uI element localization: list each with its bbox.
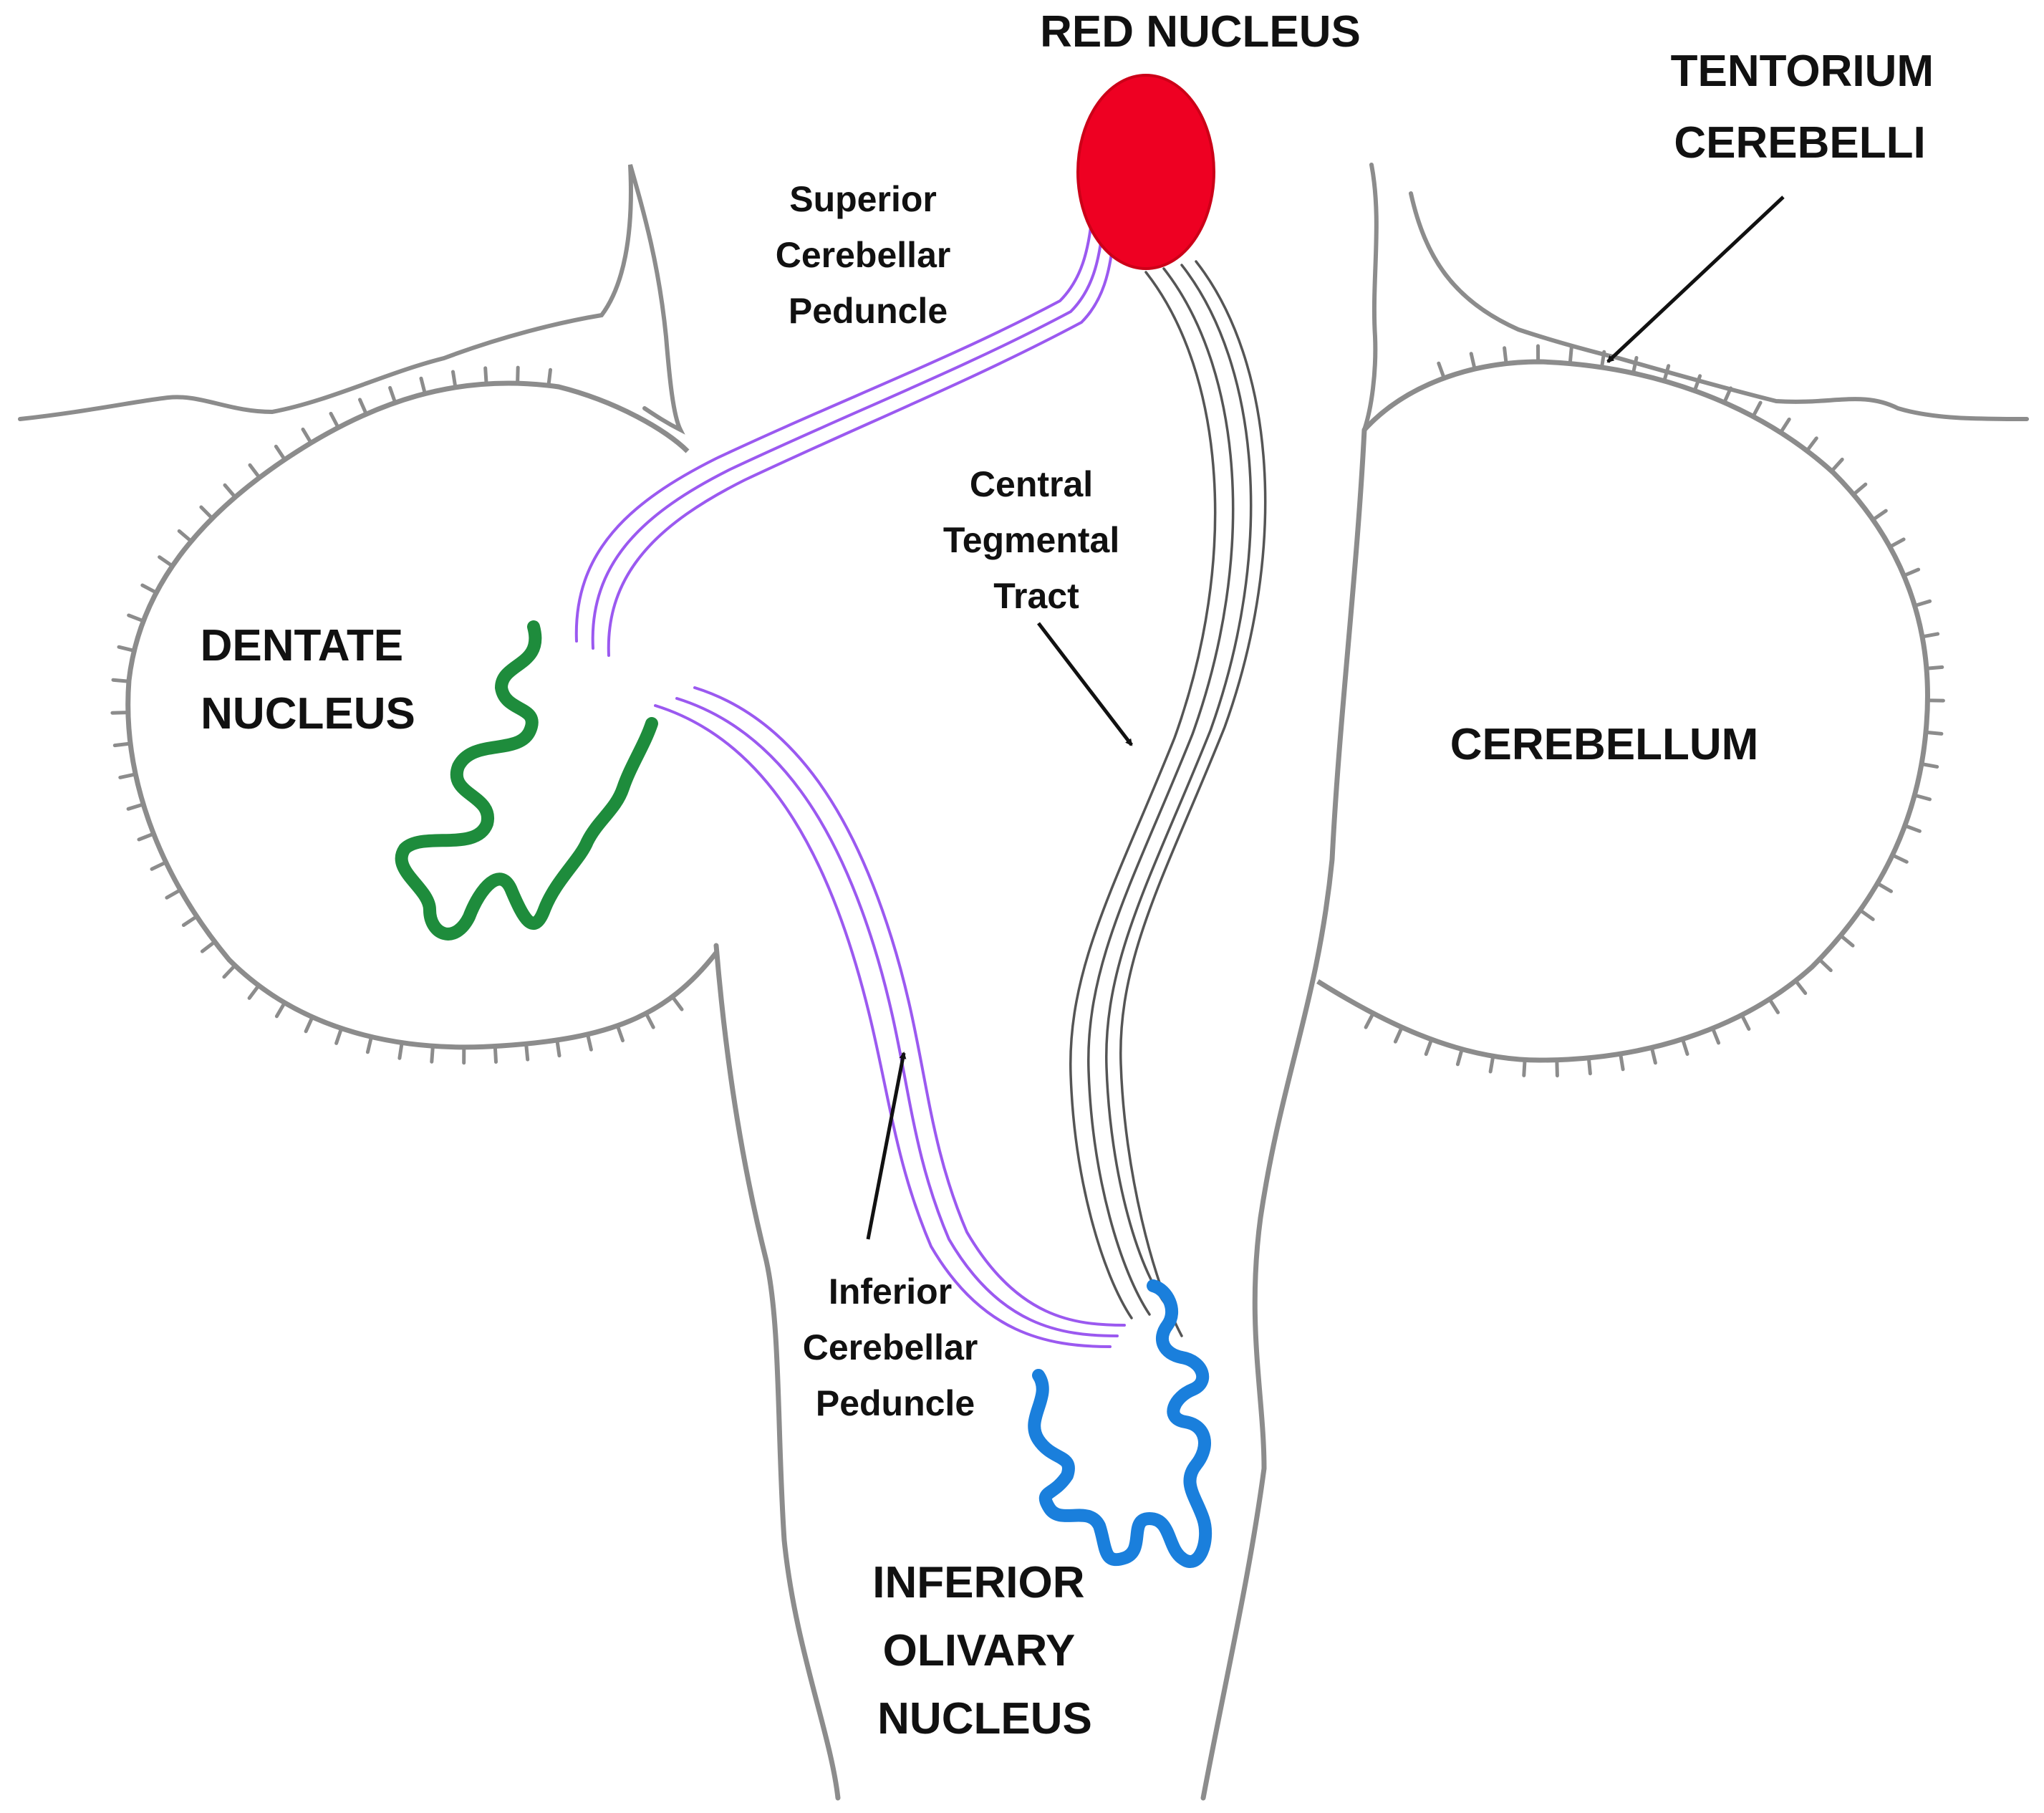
- cerebellum-right-hemisphere: [1316, 344, 1945, 1078]
- inferior-cerebellar-peduncle-fibers: [654, 686, 1126, 1348]
- brainstem-outline: [713, 427, 1367, 1801]
- dentate-label: DENTATE NUCLEUS: [201, 621, 416, 739]
- tentorium-right: [1362, 163, 2029, 432]
- inferior-peduncle-arrow: [866, 1052, 907, 1240]
- inferior-olivary-nucleus-shape: [1028, 1279, 1213, 1568]
- red-nucleus-label: RED NUCLEUS: [1040, 7, 1361, 57]
- tentorium-left: [18, 164, 685, 435]
- inferior-olivary-label: INFERIOR OLIVARY NUCLEUS: [872, 1558, 1096, 1744]
- inferior-peduncle-label: Inferior Cerebellar Peduncle: [803, 1271, 988, 1423]
- dentate-nucleus-shape: [395, 620, 658, 941]
- cerebellum-label: CEREBELLUM: [1450, 720, 1759, 769]
- tentorium-label: TENTORIUM CEREBELLI: [1671, 47, 1947, 168]
- tentorium-arrow: [1606, 196, 1785, 363]
- cerebellum-left-hemisphere: [110, 365, 718, 1065]
- central-tegmental-tract-fibers: [1069, 260, 1267, 1337]
- superior-peduncle-label: Superior Cerebellar Peduncle: [776, 179, 961, 331]
- central-tract-arrow: [1037, 622, 1133, 746]
- red-nucleus-shape: [1076, 74, 1215, 270]
- central-tract-label: Central Tegmental Tract: [943, 464, 1129, 616]
- superior-cerebellar-peduncle-fibers: [574, 213, 1115, 657]
